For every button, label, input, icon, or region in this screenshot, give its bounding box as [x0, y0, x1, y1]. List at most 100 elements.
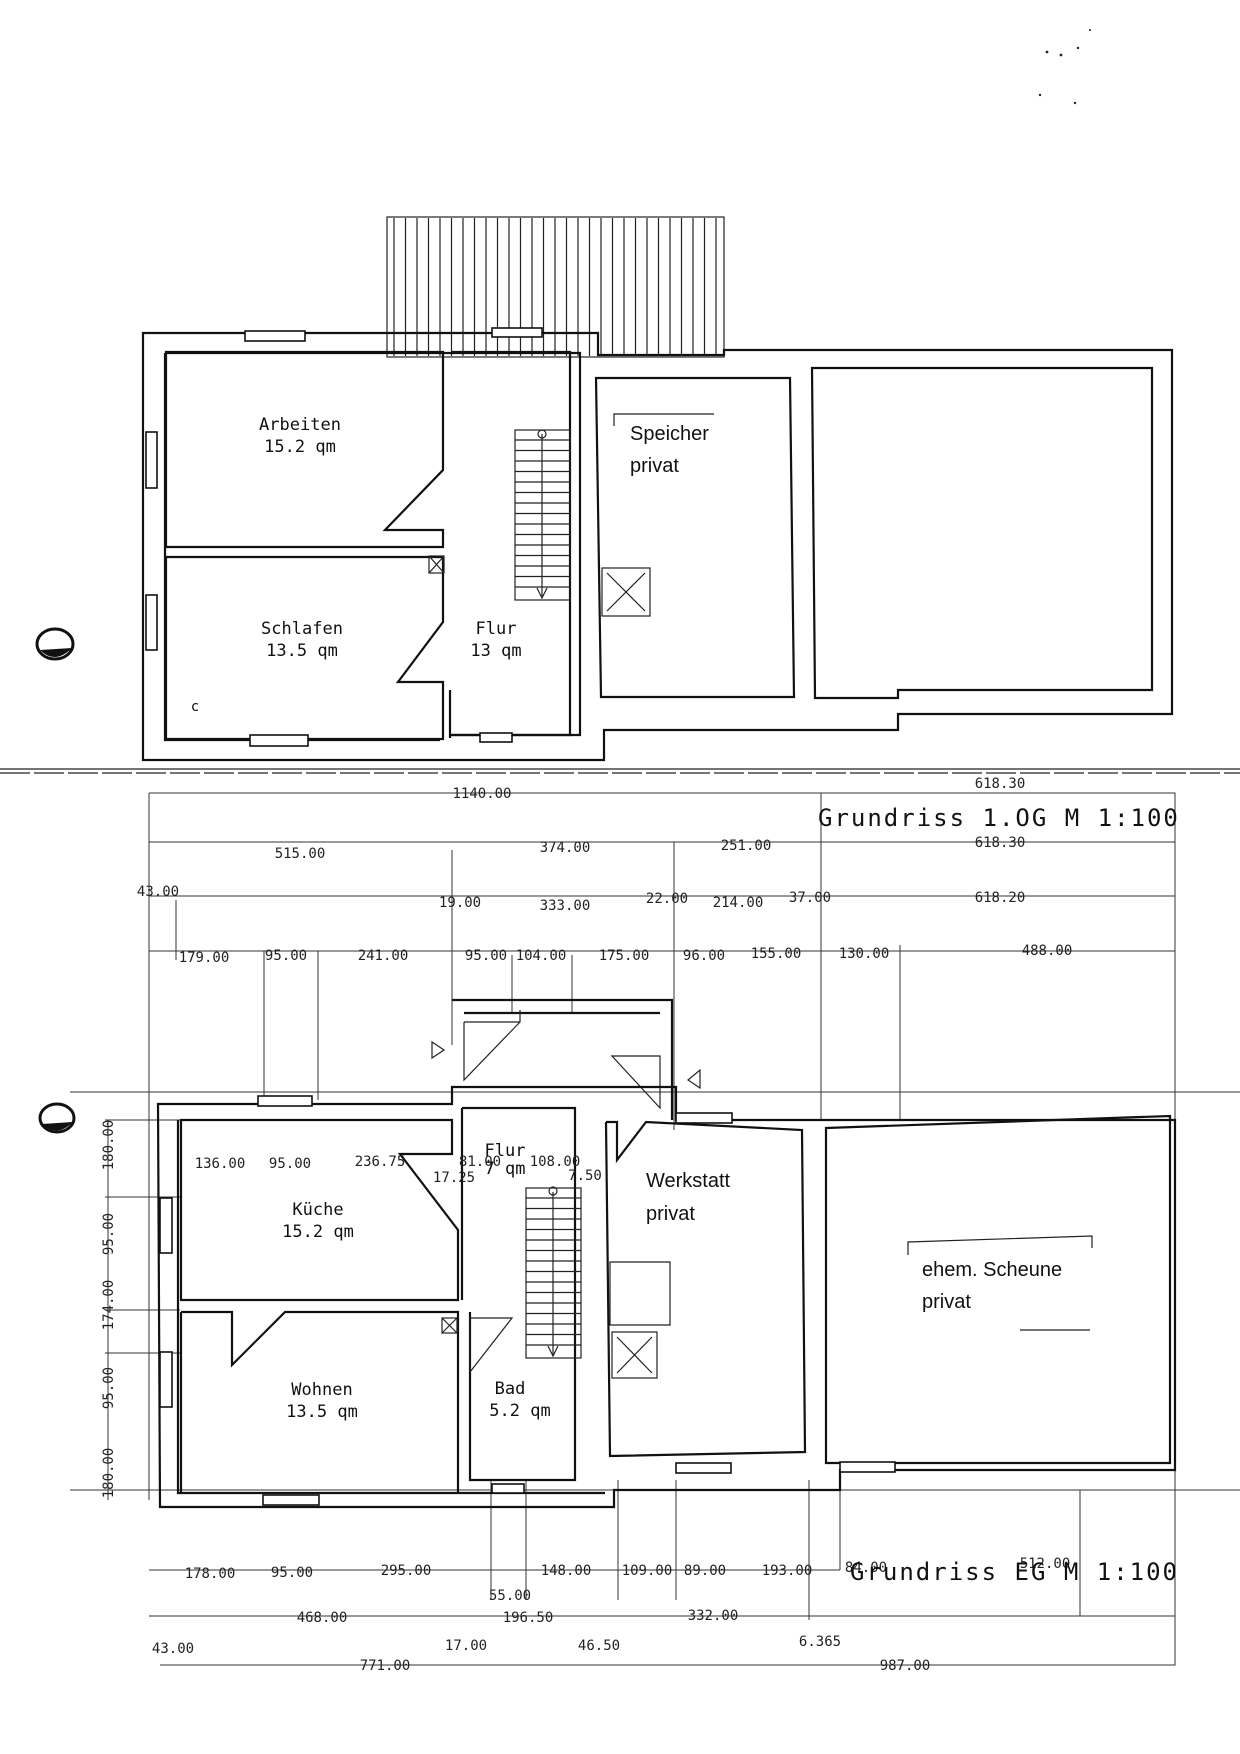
window-eg-8	[675, 1112, 733, 1124]
mark-c: c	[191, 699, 199, 715]
schlafen-room	[164, 555, 445, 741]
north-arrow-lower	[38, 1102, 76, 1134]
bad-area: 5.2 qm	[489, 1401, 550, 1421]
dim-618-3: 618.20	[975, 890, 1026, 906]
dim-43-bottom: 43.00	[152, 1641, 194, 1657]
dim-241: 241.00	[358, 948, 409, 964]
dim-95-d: 95.00	[271, 1565, 313, 1581]
chimney-eg	[441, 1317, 458, 1334]
dim-295: 295.00	[381, 1563, 432, 1579]
dim-v-95-a: 95.00	[101, 1213, 117, 1255]
upper-outer-wall	[141, 331, 1174, 762]
flur-eg-room	[460, 1106, 577, 1482]
dim-96: 96.00	[683, 948, 725, 964]
dim-771: 771.00	[360, 1658, 411, 1674]
speicher-privat: privat	[630, 455, 679, 477]
dim-46: 46.50	[578, 1638, 620, 1654]
dim-37: 37.00	[789, 890, 831, 906]
schlafen-area: 13.5 qm	[266, 641, 338, 661]
door-marker-right	[686, 1068, 701, 1090]
terrace-hatch	[386, 216, 725, 358]
flur-eg-label: Flur	[485, 1141, 526, 1161]
title-lower: Grundriss EG M 1:100	[850, 1558, 1179, 1586]
kueche-label: Küche	[292, 1200, 343, 1220]
dim-55: 55.00	[489, 1588, 531, 1604]
window-eg-2	[159, 1197, 173, 1254]
dim-81: 81.00	[459, 1154, 501, 1170]
dim-179: 179.00	[179, 950, 230, 966]
arbeiten-label: Arbeiten	[259, 415, 341, 435]
dim-175: 175.00	[599, 948, 650, 964]
window-upper-6	[479, 732, 513, 743]
dim-987: 987.00	[880, 1658, 931, 1674]
title-upper: Grundriss 1.OG M 1:100	[818, 804, 1180, 832]
arbeiten-room	[164, 350, 445, 549]
window-upper-3	[145, 431, 158, 489]
dim-214: 214.00	[713, 895, 764, 911]
dim-130: 130.00	[839, 946, 890, 962]
dim-178: 178.00	[185, 1566, 236, 1582]
flur-upper-room	[452, 350, 572, 737]
dimension-frame	[70, 792, 1240, 1666]
window-eg-1	[257, 1095, 313, 1107]
dim-618-1: 618.30	[975, 776, 1026, 792]
dim-total-top: 1140.00	[452, 786, 511, 802]
upper-right-room	[810, 366, 1154, 700]
werkstatt-privat: privat	[646, 1203, 695, 1225]
dim-618-2: 618.30	[975, 835, 1026, 851]
dim-22: 22.00	[646, 891, 688, 907]
north-arrow-upper	[35, 627, 75, 661]
upper-floor: Arbeiten 15.2 qm Schlafen 13.5 qm Flur 1…	[141, 216, 1174, 762]
dim-332: 332.00	[688, 1608, 739, 1624]
kueche-room	[179, 1118, 460, 1302]
dim-374: 374.00	[540, 840, 591, 856]
scheune-room	[824, 1114, 1172, 1465]
dim-193: 193.00	[762, 1563, 813, 1579]
window-eg-6	[675, 1462, 732, 1474]
scheune-privat: privat	[922, 1291, 971, 1313]
dim-148: 148.00	[541, 1563, 592, 1579]
dim-109: 109.00	[622, 1563, 673, 1579]
dim-515: 515.00	[275, 846, 326, 862]
dimension-labels: 1140.00 618.30 618.30 618.20 515.00 374.…	[101, 776, 1072, 1674]
dim-236: 236.75	[355, 1154, 406, 1170]
window-eg-4	[262, 1494, 320, 1506]
window-upper-5	[249, 734, 309, 747]
dim-512: 512.00	[1020, 1556, 1071, 1572]
dim-104: 104.00	[516, 948, 567, 964]
window-upper-2	[491, 327, 543, 338]
werkstatt-label: Werkstatt	[646, 1170, 731, 1192]
window-eg-7	[839, 1461, 896, 1473]
eg-inner-outline	[176, 1120, 605, 1495]
dim-251: 251.00	[721, 838, 772, 854]
eg-annex	[452, 998, 674, 1120]
stairs-eg	[525, 1186, 582, 1359]
window-eg-5	[491, 1483, 525, 1494]
dim-v-180-b: 180.00	[101, 1448, 117, 1499]
flur-eg-area: 7 qm	[485, 1159, 526, 1179]
wohnen-room	[179, 1310, 460, 1493]
shaft-upper	[601, 567, 651, 617]
dim-v-95-b: 95.00	[101, 1367, 117, 1409]
bad-label: Bad	[495, 1379, 526, 1399]
dim-155: 155.00	[751, 946, 802, 962]
dim-95-c: 95.00	[269, 1156, 311, 1172]
dim-89: 89.00	[684, 1563, 726, 1579]
wohnen-label: Wohnen	[291, 1380, 352, 1400]
door-marker-left	[431, 1040, 446, 1060]
dim-19: 19.00	[439, 895, 481, 911]
dim-95-a: 95.00	[265, 948, 307, 964]
shaft-eg	[611, 1331, 658, 1379]
dim-333: 333.00	[540, 898, 591, 914]
window-eg-3	[159, 1351, 173, 1408]
stairs-upper	[514, 429, 571, 601]
arbeiten-area: 15.2 qm	[264, 437, 336, 457]
dim-6365: 6.365	[799, 1634, 841, 1650]
dim-488: 488.00	[1022, 943, 1073, 959]
wohnen-area: 13.5 qm	[286, 1402, 358, 1422]
flur-upper-label: Flur	[476, 619, 517, 639]
dim-17-25: 17.25	[433, 1170, 475, 1186]
werkstatt-room	[604, 1120, 807, 1458]
scheune-label: ehem. Scheune	[922, 1259, 1062, 1281]
